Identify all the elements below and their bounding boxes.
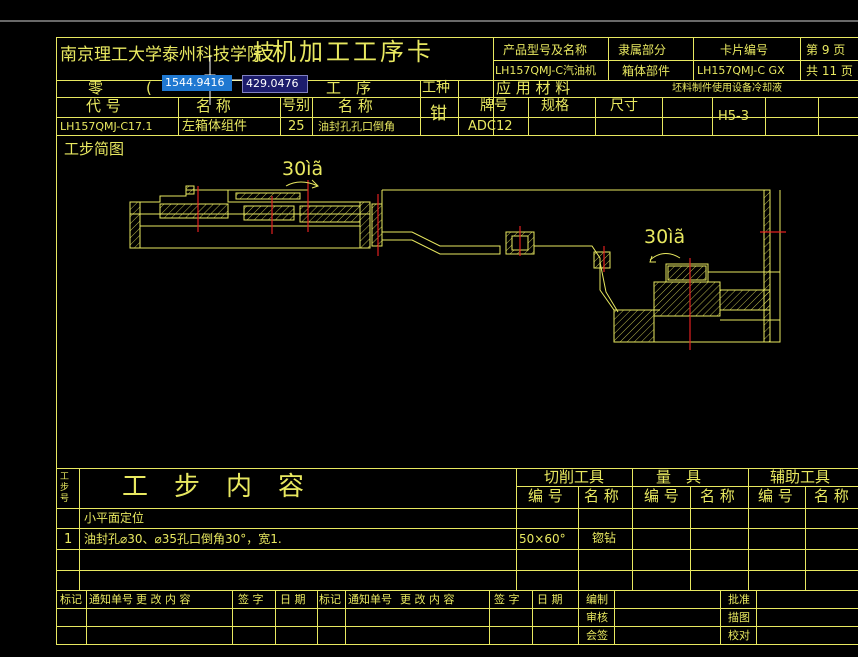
- tool-code: 50×60°: [519, 532, 566, 546]
- chamfer-angle-label: 30ìã: [282, 158, 324, 180]
- card-no-label: 卡片编号: [720, 43, 769, 57]
- org-name: 南京理工大学泰州科技学院: [60, 45, 264, 65]
- footer-cosign: 会签: [586, 629, 608, 642]
- footer-change-2: 更 改 内 容: [400, 593, 455, 606]
- part-name: 左箱体组件: [182, 119, 248, 134]
- footer-review: 审核: [586, 611, 608, 624]
- footer-notice-2: 通知单号: [348, 593, 392, 606]
- grade-header: 牌号: [480, 98, 508, 114]
- chamfer-angle-label-2: 30ìã: [644, 226, 686, 248]
- footer-approve: 批准: [728, 593, 750, 606]
- step-num-header: 工步号: [60, 472, 70, 504]
- step-content-header: 工 步 内 容: [122, 472, 305, 502]
- measuring-tool-header: 量 具: [656, 468, 702, 486]
- product-label: 产品型号及名称: [503, 43, 588, 57]
- paren-mark: (: [146, 79, 152, 97]
- process-name: 油封孔孔口倒角: [318, 120, 395, 133]
- measure-code-header: 编 号: [644, 487, 679, 505]
- footer-sign: 签 字: [238, 593, 264, 606]
- blank-header: 坯料制件使用设备冷却液: [672, 83, 782, 94]
- footer-change: 更 改 内 容: [136, 593, 191, 606]
- no-header: 号别: [282, 98, 310, 114]
- spec-header: 规格: [541, 98, 569, 114]
- title-fragment: 技: [253, 41, 276, 66]
- footer-mark: 标记: [60, 593, 82, 606]
- drawing-label: 工步简图: [64, 140, 125, 158]
- material-header: 应 用 材 料: [496, 79, 571, 97]
- worktype-header: 工种: [422, 80, 450, 96]
- process-header: 工 序: [326, 79, 372, 97]
- card-title: 机加工工序卡: [272, 38, 434, 66]
- aux-code-header: 编 号: [758, 487, 793, 505]
- code-header: 代 号: [86, 97, 121, 115]
- card-no-value: LH157QMJ-C GX: [697, 64, 785, 77]
- material-grade: ADC12: [468, 119, 513, 134]
- step-number: 1: [64, 532, 73, 547]
- measure-name-header: 名 称: [700, 487, 735, 505]
- footer-date: 日 期: [280, 593, 306, 606]
- cut-name-header: 名 称: [584, 487, 619, 505]
- process-no: 25: [288, 119, 305, 134]
- footer-proof: 校对: [728, 629, 750, 642]
- footer-date-2: 日 期: [537, 593, 563, 606]
- aux-tool-header: 辅助工具: [770, 468, 831, 486]
- footer-sign-2: 签 字: [494, 593, 520, 606]
- page-total: 共 11 页: [806, 64, 853, 78]
- cut-code-header: 编 号: [528, 487, 563, 505]
- equipment-code: H5-3: [718, 109, 750, 124]
- part-header: 零: [88, 79, 104, 97]
- tool-name: 锪钻: [592, 531, 617, 545]
- part-code: LH157QMJ-C17.1: [60, 120, 153, 133]
- footer-trace: 描图: [728, 611, 750, 624]
- product-value: LH157QMJ-C汽油机: [495, 64, 597, 77]
- coordinate-y-input[interactable]: 429.0476: [242, 75, 308, 93]
- name-header: 名 称: [196, 97, 231, 115]
- coordinate-x-input[interactable]: 1544.9416: [162, 75, 232, 91]
- page-number: 第 9 页: [806, 43, 846, 57]
- footer-mark-2: 标记: [319, 593, 341, 606]
- footer-notice: 通知单号: [89, 593, 133, 606]
- belong-value: 箱体部件: [622, 64, 671, 78]
- cutting-tool-header: 切削工具: [544, 468, 605, 486]
- aux-name-header: 名 称: [814, 487, 849, 505]
- step-content: 小平面定位: [84, 511, 145, 525]
- worktype-value: 钳: [430, 104, 447, 124]
- proc-name-header: 名 称: [338, 97, 373, 115]
- step-content: 油封孔⌀30、⌀35孔口倒角30°，宽1.: [84, 532, 282, 546]
- footer-compile: 编制: [586, 593, 608, 606]
- size-header: 尺寸: [610, 98, 638, 114]
- belong-label: 隶属部分: [618, 43, 667, 57]
